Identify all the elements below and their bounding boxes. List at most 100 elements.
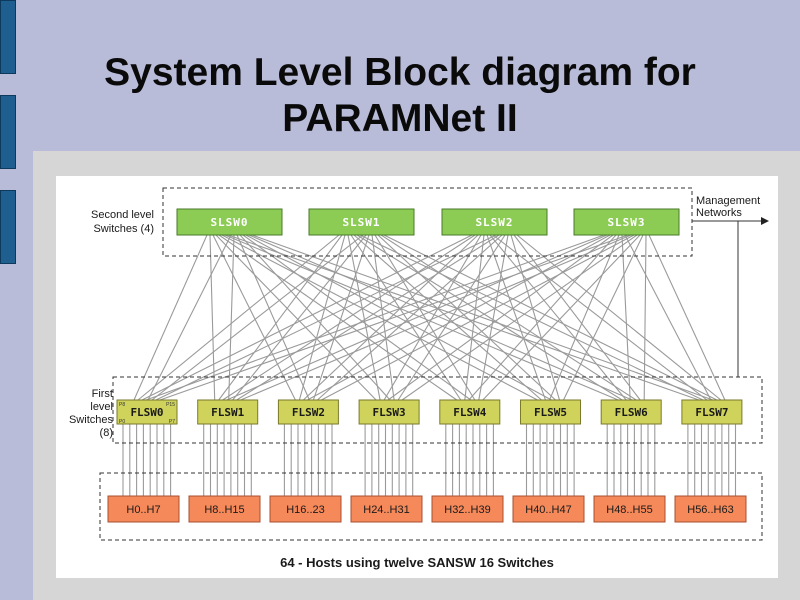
link-slsw1-flsw0 <box>151 234 364 401</box>
slide-title-line-2: PARAMNet II <box>282 97 518 140</box>
link-slsw3-flsw2 <box>307 234 611 401</box>
link-slsw3-flsw3 <box>401 234 638 401</box>
slsw-label: SLSW3 <box>607 216 645 229</box>
slsw-node: SLSW3 <box>573 208 680 236</box>
link-slsw3-flsw2 <box>321 234 635 401</box>
side-tab-2 <box>0 95 16 169</box>
flsw-box <box>277 399 339 425</box>
slsw-box <box>176 208 283 236</box>
link-slsw3-flsw0 <box>159 234 629 401</box>
host-group: H56..H63 <box>674 495 747 523</box>
flsw-label: FLSW4 <box>453 406 486 419</box>
flsw-node: FLSW0 <box>116 399 178 425</box>
link-slsw2-flsw1 <box>236 234 500 401</box>
link-slsw1-flsw5 <box>377 234 556 401</box>
link-slsw2-flsw4 <box>478 234 509 401</box>
link-slsw3-flsw7 <box>624 234 712 401</box>
link-slsw0-flsw7 <box>227 234 700 401</box>
first-level-label: level <box>90 401 113 413</box>
first-level-frame <box>112 376 763 444</box>
flsw-label: FLSW1 <box>211 406 244 419</box>
flsw-node: FLSW3 <box>358 399 420 425</box>
link-slsw3-flsw1 <box>240 234 632 401</box>
link-slsw2-flsw2 <box>303 234 479 401</box>
slide-title: System Level Block diagram for PARAMNet … <box>0 50 800 142</box>
host-box <box>350 495 423 523</box>
host-frame <box>99 472 763 541</box>
port-label: P8 <box>119 402 125 408</box>
slsw-box <box>441 208 548 236</box>
flsw-label: FLSW7 <box>695 406 728 419</box>
link-slsw3-flsw0 <box>145 234 605 401</box>
link-slsw0-flsw0 <box>133 234 208 401</box>
host-box <box>107 495 180 523</box>
host-group: H40..H47 <box>512 495 585 523</box>
link-slsw0-flsw6 <box>224 234 619 401</box>
management-networks-label: Management <box>696 195 760 207</box>
host-label: H16..23 <box>286 504 325 516</box>
host-label: H48..H55 <box>606 504 652 516</box>
first-level-label: First <box>92 388 113 400</box>
flsw-node: FLSW2 <box>277 399 339 425</box>
port-label: P7 <box>169 419 175 425</box>
link-slsw2-flsw4 <box>464 234 485 401</box>
link-slsw1-flsw5 <box>353 234 542 401</box>
management-connector <box>692 220 739 377</box>
link-slsw2-flsw6 <box>513 234 641 401</box>
link-slsw3-flsw7 <box>648 234 726 401</box>
host-group: H0..H7 <box>107 495 180 523</box>
link-slsw2-flsw7 <box>516 234 722 401</box>
second-level-label: Second level <box>91 209 154 221</box>
link-slsw0-flsw3 <box>215 234 377 401</box>
slsw-box <box>573 208 680 236</box>
flsw-box <box>600 399 662 425</box>
host-box <box>674 495 747 523</box>
second-level-label: Switches (4) <box>93 223 154 235</box>
link-slsw2-flsw3 <box>383 234 482 401</box>
link-slsw3-flsw4 <box>482 234 641 401</box>
host-box <box>431 495 504 523</box>
host-label: H40..H47 <box>525 504 571 516</box>
link-slsw1-flsw0 <box>137 234 340 401</box>
link-slsw3-flsw1 <box>226 234 608 401</box>
flsw-node: FLSW1 <box>197 399 259 425</box>
link-slsw0-flsw4 <box>218 234 458 401</box>
link-slsw2-flsw0 <box>141 234 473 401</box>
slsw-label: SLSW2 <box>475 216 513 229</box>
flsw-node: FLSW7 <box>681 399 743 425</box>
slsw-label: SLSW0 <box>210 216 248 229</box>
host-group: H24..H31 <box>350 495 423 523</box>
link-slsw3-flsw5 <box>563 234 644 401</box>
slsw-node: SLSW2 <box>441 208 548 236</box>
link-slsw0-flsw6 <box>248 234 633 401</box>
host-group: H16..23 <box>269 495 342 523</box>
host-group: H32..H39 <box>431 495 504 523</box>
link-slsw0-flsw2 <box>236 234 310 401</box>
flsw-node: FLSW5 <box>520 399 581 425</box>
link-slsw1-flsw1 <box>218 234 343 401</box>
link-slsw0-flsw5 <box>245 234 552 401</box>
flsw-label: FLSW3 <box>373 406 406 419</box>
host-box <box>512 495 585 523</box>
host-box <box>593 495 666 523</box>
host-group: H48..H55 <box>593 495 666 523</box>
link-slsw1-flsw1 <box>232 234 367 401</box>
flsw-box <box>681 399 743 425</box>
host-label: H32..H39 <box>444 504 490 516</box>
flsw-box <box>116 399 178 425</box>
link-slsw1-flsw7 <box>359 234 704 401</box>
host-label: H0..H7 <box>126 504 160 516</box>
link-slsw2-flsw5 <box>486 234 547 401</box>
diagram-caption: 64 - Hosts using twelve SANSW 16 Switche… <box>280 555 554 570</box>
flsw-label: FLSW5 <box>534 406 567 419</box>
first-level-label: (8) <box>100 427 113 439</box>
link-slsw0-flsw2 <box>212 234 296 401</box>
first-level-label: Switches <box>69 414 114 426</box>
link-slsw2-flsw0 <box>155 234 497 401</box>
link-slsw0-flsw5 <box>221 234 538 401</box>
host-label: H8..H15 <box>204 504 244 516</box>
link-slsw0-flsw1 <box>228 234 235 401</box>
slsw-node: SLSW1 <box>308 208 415 236</box>
link-slsw0-flsw4 <box>242 234 472 401</box>
